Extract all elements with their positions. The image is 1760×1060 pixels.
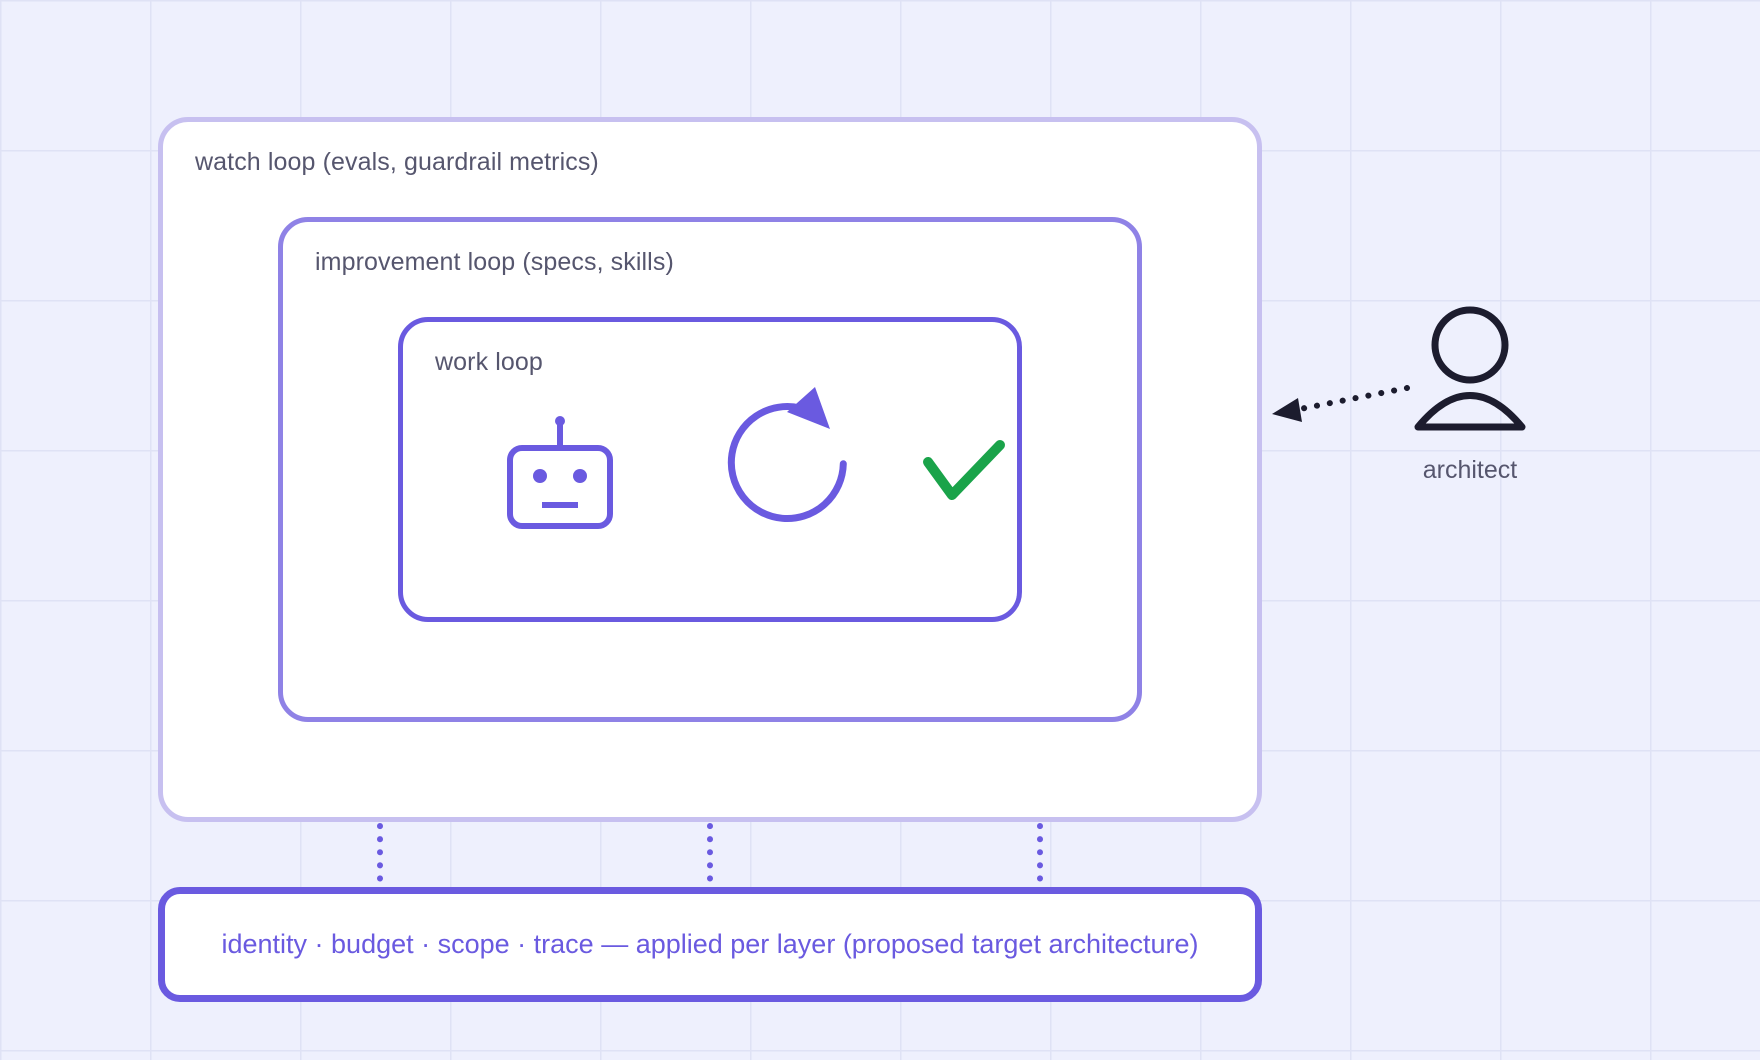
guardrail-connectors bbox=[377, 823, 1043, 885]
guardrail-bar: identity · budget · scope · trace — appl… bbox=[158, 887, 1262, 1002]
work-loop-label: work loop bbox=[435, 348, 543, 376]
work-loop-box: work loop bbox=[398, 317, 1022, 622]
person-icon bbox=[1414, 306, 1526, 431]
architect-arrow bbox=[1272, 385, 1410, 422]
guardrail-text: identity · budget · scope · trace — appl… bbox=[221, 929, 1199, 959]
improvement-loop-label: improvement loop (specs, skills) bbox=[315, 248, 674, 276]
architect-label: architect bbox=[1422, 456, 1518, 484]
watch-loop-label: watch loop (evals, guardrail metrics) bbox=[195, 148, 599, 176]
